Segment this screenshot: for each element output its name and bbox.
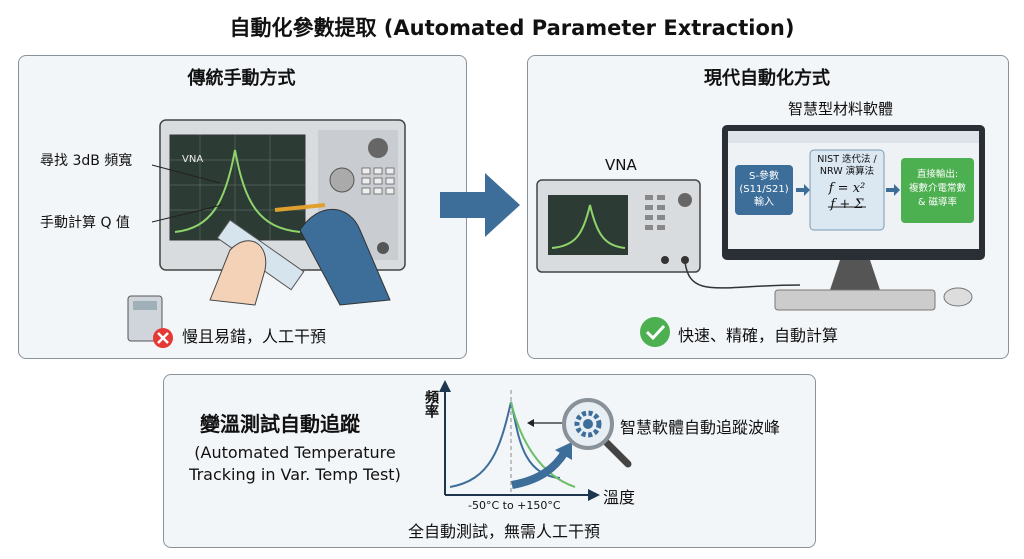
automated-verdict: 快速、精確，自動計算 (678, 326, 839, 345)
box-algo-line: NRW 演算法 (819, 166, 875, 177)
tracking-label: 智慧軟體自動追蹤波峰 (620, 418, 781, 437)
tracking-subtitle: (Automated Temperature Tracking in Var. … (175, 442, 415, 486)
automated-title: 現代自動化方式 (704, 68, 830, 89)
formula-denominator: f + Σ (830, 197, 864, 212)
vna-label-right: VNA (605, 156, 637, 174)
tracking-footer: 全自動測試，無需人工干預 (408, 522, 601, 541)
box-algo-line: NIST 迭代法 / (817, 154, 877, 165)
success-check-icon (640, 317, 670, 347)
temperature-range: -50°C to +150°C (468, 499, 561, 512)
curve-after (510, 401, 576, 488)
box-input-line: S-參數 (749, 171, 779, 182)
traditional-verdict: 慢且易錯，人工干預 (182, 327, 327, 346)
label-find-3db-bandwidth: 尋找 3dB 頻寬 (40, 153, 133, 169)
error-x-icon (153, 328, 173, 348)
box-output-line: 複數介電常數 (908, 183, 966, 194)
software-title: 智慧型材料軟體 (788, 100, 894, 118)
traditional-title: 傳統手動方式 (187, 68, 296, 89)
subtitle-line-1: (Automated Temperature (194, 443, 396, 462)
formula-numerator: f = x² (828, 181, 866, 196)
subtitle-line-2: Tracking in Var. Temp Test) (189, 465, 401, 484)
box-algorithm: NIST 迭代法 / NRW 演算法 f = x² f + Σ (810, 154, 884, 211)
calculator-icon (127, 295, 163, 342)
page-title: 自動化參數提取 (Automated Parameter Extraction) (229, 16, 795, 40)
box-input-line: (S11/S21) (739, 184, 789, 195)
hand-with-pencil-icon (209, 203, 391, 306)
y-axis-label: 頻率 (423, 390, 439, 418)
box-s-parameter-input: S-參數 (S11/S21) 輸入 (735, 170, 793, 209)
shift-arrow-icon (511, 449, 569, 489)
box-direct-output: 直接輸出: 複數介電常數 & 磁導率 (901, 168, 974, 210)
magnifier-gear-icon (562, 398, 632, 468)
label-manual-q: 手動計算 Q 值 (40, 215, 130, 231)
tracking-title: 變溫測試自動追蹤 (200, 412, 360, 436)
box-output-line: & 磁導率 (918, 197, 957, 208)
box-input-line: 輸入 (754, 197, 774, 208)
box-output-line: 直接輸出: (916, 169, 959, 180)
vna-instrument-right (536, 179, 801, 289)
x-axis-label: 溫度 (603, 488, 636, 507)
svg-text:VNA: VNA (182, 154, 203, 165)
